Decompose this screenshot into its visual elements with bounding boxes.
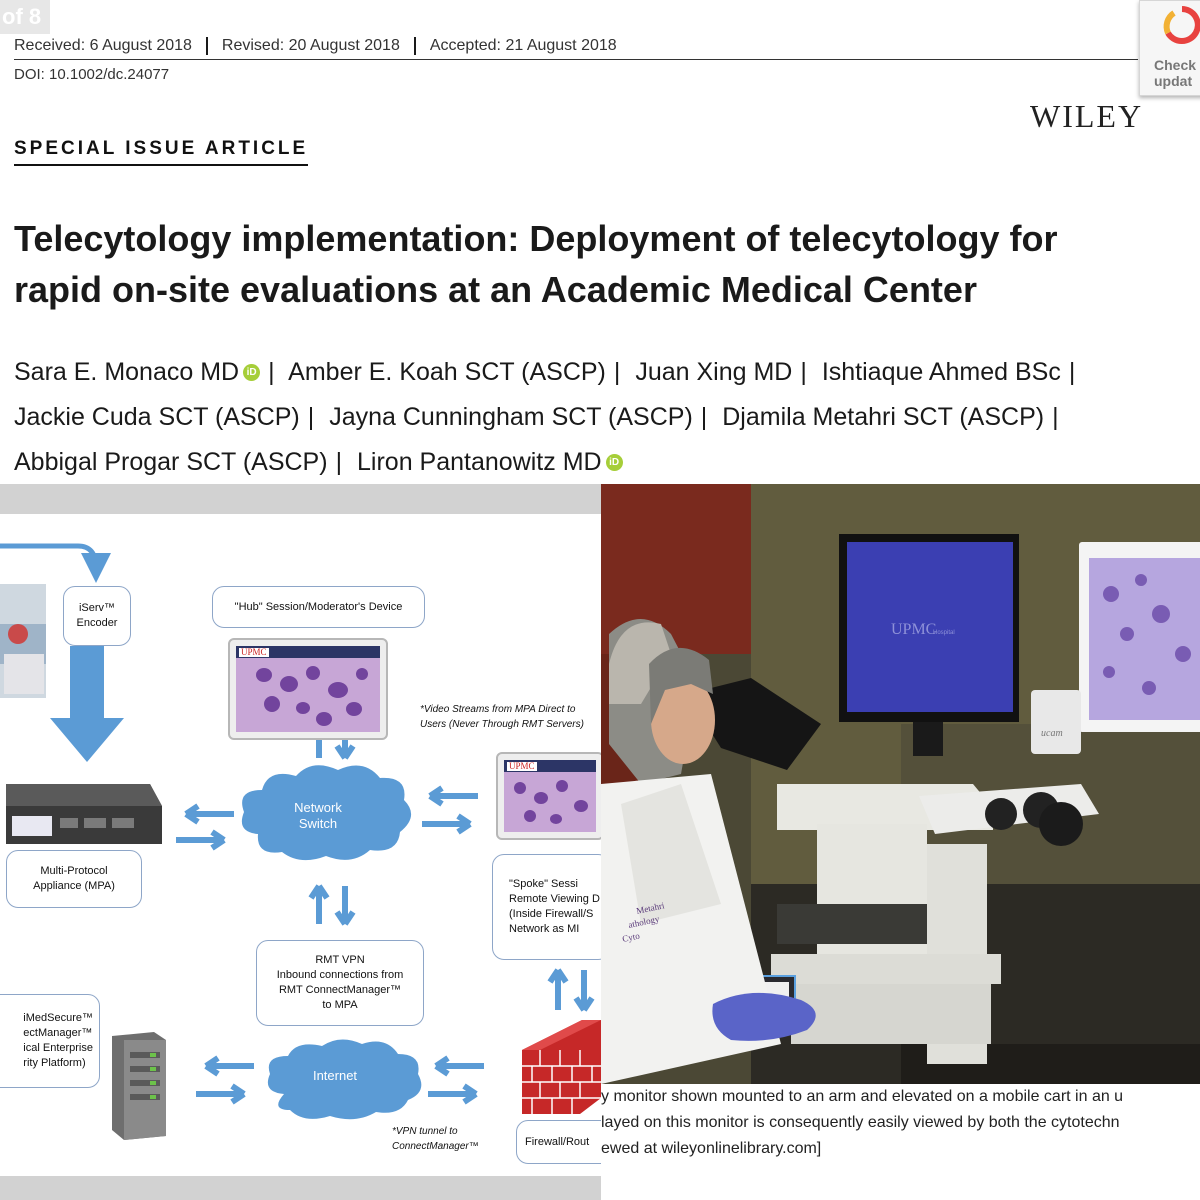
encoder-box: iServ™ Encoder [63,586,131,646]
author-line: Jackie Cuda SCT (ASCP)| Jayna Cunningham… [14,403,1059,431]
check-for-updates-button[interactable]: Check updat [1139,0,1200,96]
camera-label: ucam [1041,728,1063,739]
double-arrow [547,968,569,1010]
upmc-logo: UPMC [239,647,269,657]
received-date: Received: 6 August 2018 [14,37,192,54]
caption-line: layed on this monitor is consequently ea… [601,1114,1120,1131]
double-arrow [184,803,234,825]
video-streams-note: *Video Streams from MPA Direct to Users … [420,704,584,730]
author-link[interactable]: Sara E. Monaco MD [14,358,240,386]
caption-line: y monitor shown mounted to an arm and el… [601,1088,1124,1105]
double-arrow [196,1083,246,1105]
author-link[interactable]: Djamila Metahri SCT (ASCP) [722,403,1045,431]
author-link[interactable]: Ishtiaque Ahmed BSc [821,358,1061,386]
spoke-session-box: "Spoke" Sessi Remote Viewing D (Inside F… [492,854,601,960]
double-arrow [573,970,595,1012]
author-link[interactable]: Amber E. Koah SCT (ASCP) [288,358,606,386]
article-dates: Received: 6 August 2018 Revised: 20 Augu… [14,33,631,59]
microscope-photo-thumbnail [0,584,46,698]
mpa-box: Multi-Protocol Appliance (MPA) [6,850,142,908]
revised-date: Revised: 20 August 2018 [205,37,414,55]
internet-label: Internet [312,1068,358,1083]
double-arrow [308,884,330,924]
header-rule [14,59,1138,60]
cloud-icon [241,765,412,861]
double-arrow [434,1055,484,1077]
orcid-icon[interactable]: iD [243,364,261,381]
firewall-box: Firewall/Rout [516,1120,601,1164]
author-link[interactable]: Juan Xing MD [635,358,793,386]
double-arrow [176,829,226,851]
photo-illustration: UPMC Hospital ucam [601,484,1200,1084]
network-switch-label: Network Switch [294,800,342,831]
curve-arrow [0,543,111,583]
author-line: Abbigal Progar SCT (ASCP)| Liron Pantano… [14,440,1083,485]
network-diagram-panel: iServ™ Encoder "Hub" Session/Moderator's… [0,484,601,1200]
author-link[interactable]: Liron Pantanowitz MD [357,448,602,476]
hub-device-box: "Hub" Session/Moderator's Device [212,586,425,628]
author-link[interactable]: Abbigal Progar SCT (ASCP) [14,448,328,476]
author-link[interactable]: Jackie Cuda SCT (ASCP) [14,403,300,431]
double-arrow [428,785,478,807]
orcid-icon[interactable]: iD [605,454,623,471]
caption-line: ewed at wileyonlinelibrary.com] [601,1140,822,1157]
double-arrow [422,813,472,835]
publisher-logo: WILEY [1030,98,1144,134]
diagram-arrows [0,543,601,1140]
firewall-icon [522,1020,601,1114]
article-type: SPECIAL ISSUE ARTICLE [14,138,309,166]
double-arrow [334,886,356,926]
diagram-slide: iServ™ Encoder "Hub" Session/Moderator's… [0,514,601,1176]
check-updates-icon [1163,6,1200,44]
monitor-logo-sub: Hospital [933,630,955,636]
cloud-icon [267,1039,422,1120]
page-corner-tab: of 8 [0,0,50,34]
vpn-tunnel-note: *VPN tunnel to ConnectManager™ [392,1126,479,1152]
accepted-date: Accepted: 21 August 2018 [413,37,631,55]
big-down-arrow [50,646,124,762]
coat-embroidery: Cyto [621,930,641,944]
rmt-vpn-box: RMT VPN Inbound connections from RMT Con… [256,940,424,1026]
upmc-logo: UPMC [507,761,537,771]
page-corner-text: of 8 [2,4,42,29]
double-arrow [204,1055,254,1077]
author-link[interactable]: Jayna Cunningham SCT (ASCP) [329,403,693,431]
figure-caption: y monitor shown mounted to an arm and el… [601,1084,1200,1200]
telecytology-station-photo: UPMC Hospital ucam [601,484,1200,1084]
hub-tablet-screen: UPMC [228,638,388,740]
article-title: Telecytology implementation: Deployment … [14,218,1058,310]
medsecure-box: iMedSecure™ ectManager™ ical Enterprise … [0,994,100,1088]
double-arrow [428,1083,478,1105]
server-icon [112,1032,166,1140]
monitor-logo: UPMC [891,621,936,638]
doi-link[interactable]: DOI: 10.1002/dc.24077 [14,66,170,83]
spoke-tablet-screen: UPMC [496,752,601,840]
